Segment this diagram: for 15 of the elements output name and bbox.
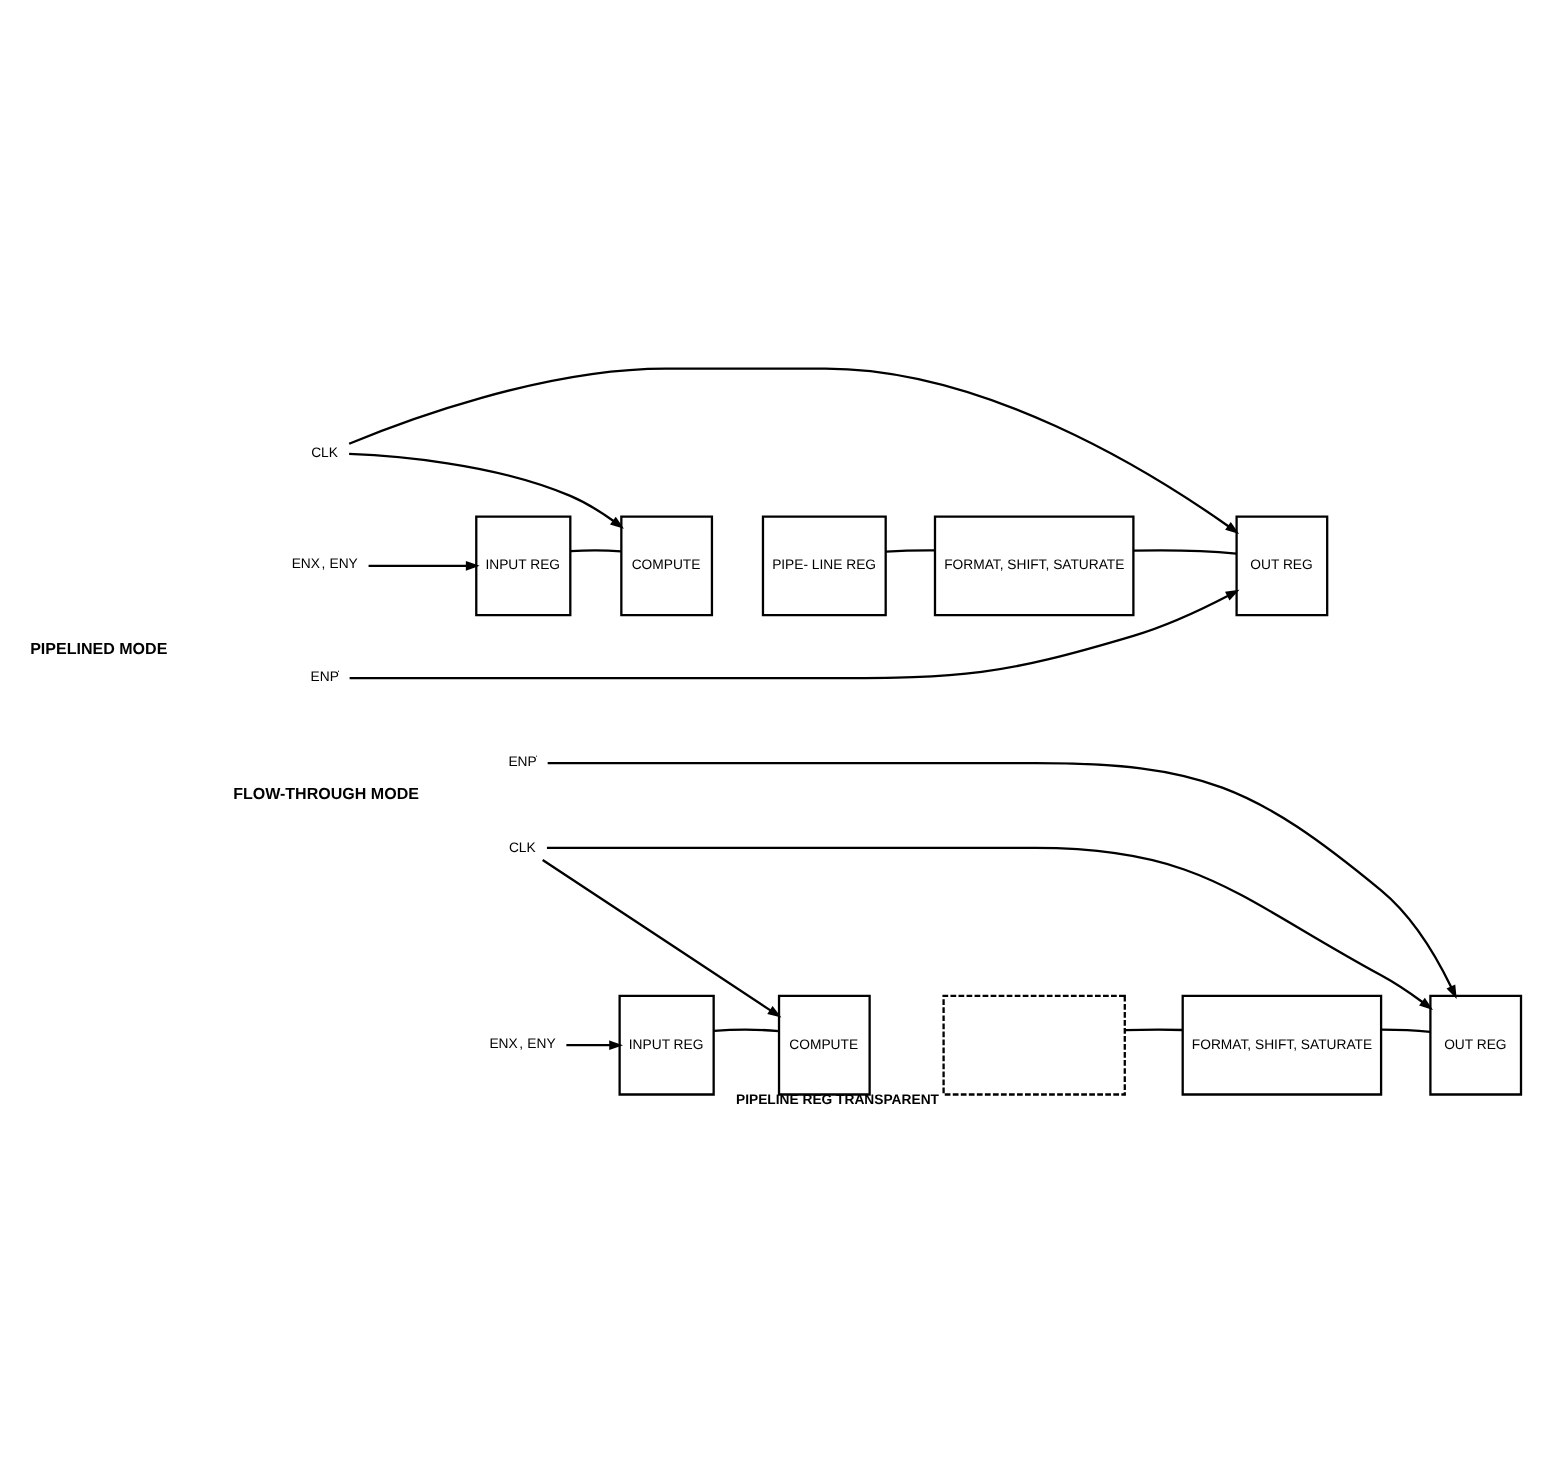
arrow (368, 560, 480, 570)
connector (1133, 548, 1237, 554)
arrow (348, 366, 1240, 533)
arrow (547, 760, 1457, 998)
connector (1381, 1027, 1431, 1033)
node-box (942, 993, 1126, 1095)
arrow (566, 1039, 623, 1049)
connector (1124, 1027, 1183, 1031)
connector (713, 1027, 780, 1032)
arrow (349, 451, 624, 528)
connector (570, 548, 622, 552)
connector (886, 548, 935, 552)
arrow (546, 845, 1433, 1009)
arrow (349, 588, 1240, 679)
arrow (542, 858, 782, 1017)
